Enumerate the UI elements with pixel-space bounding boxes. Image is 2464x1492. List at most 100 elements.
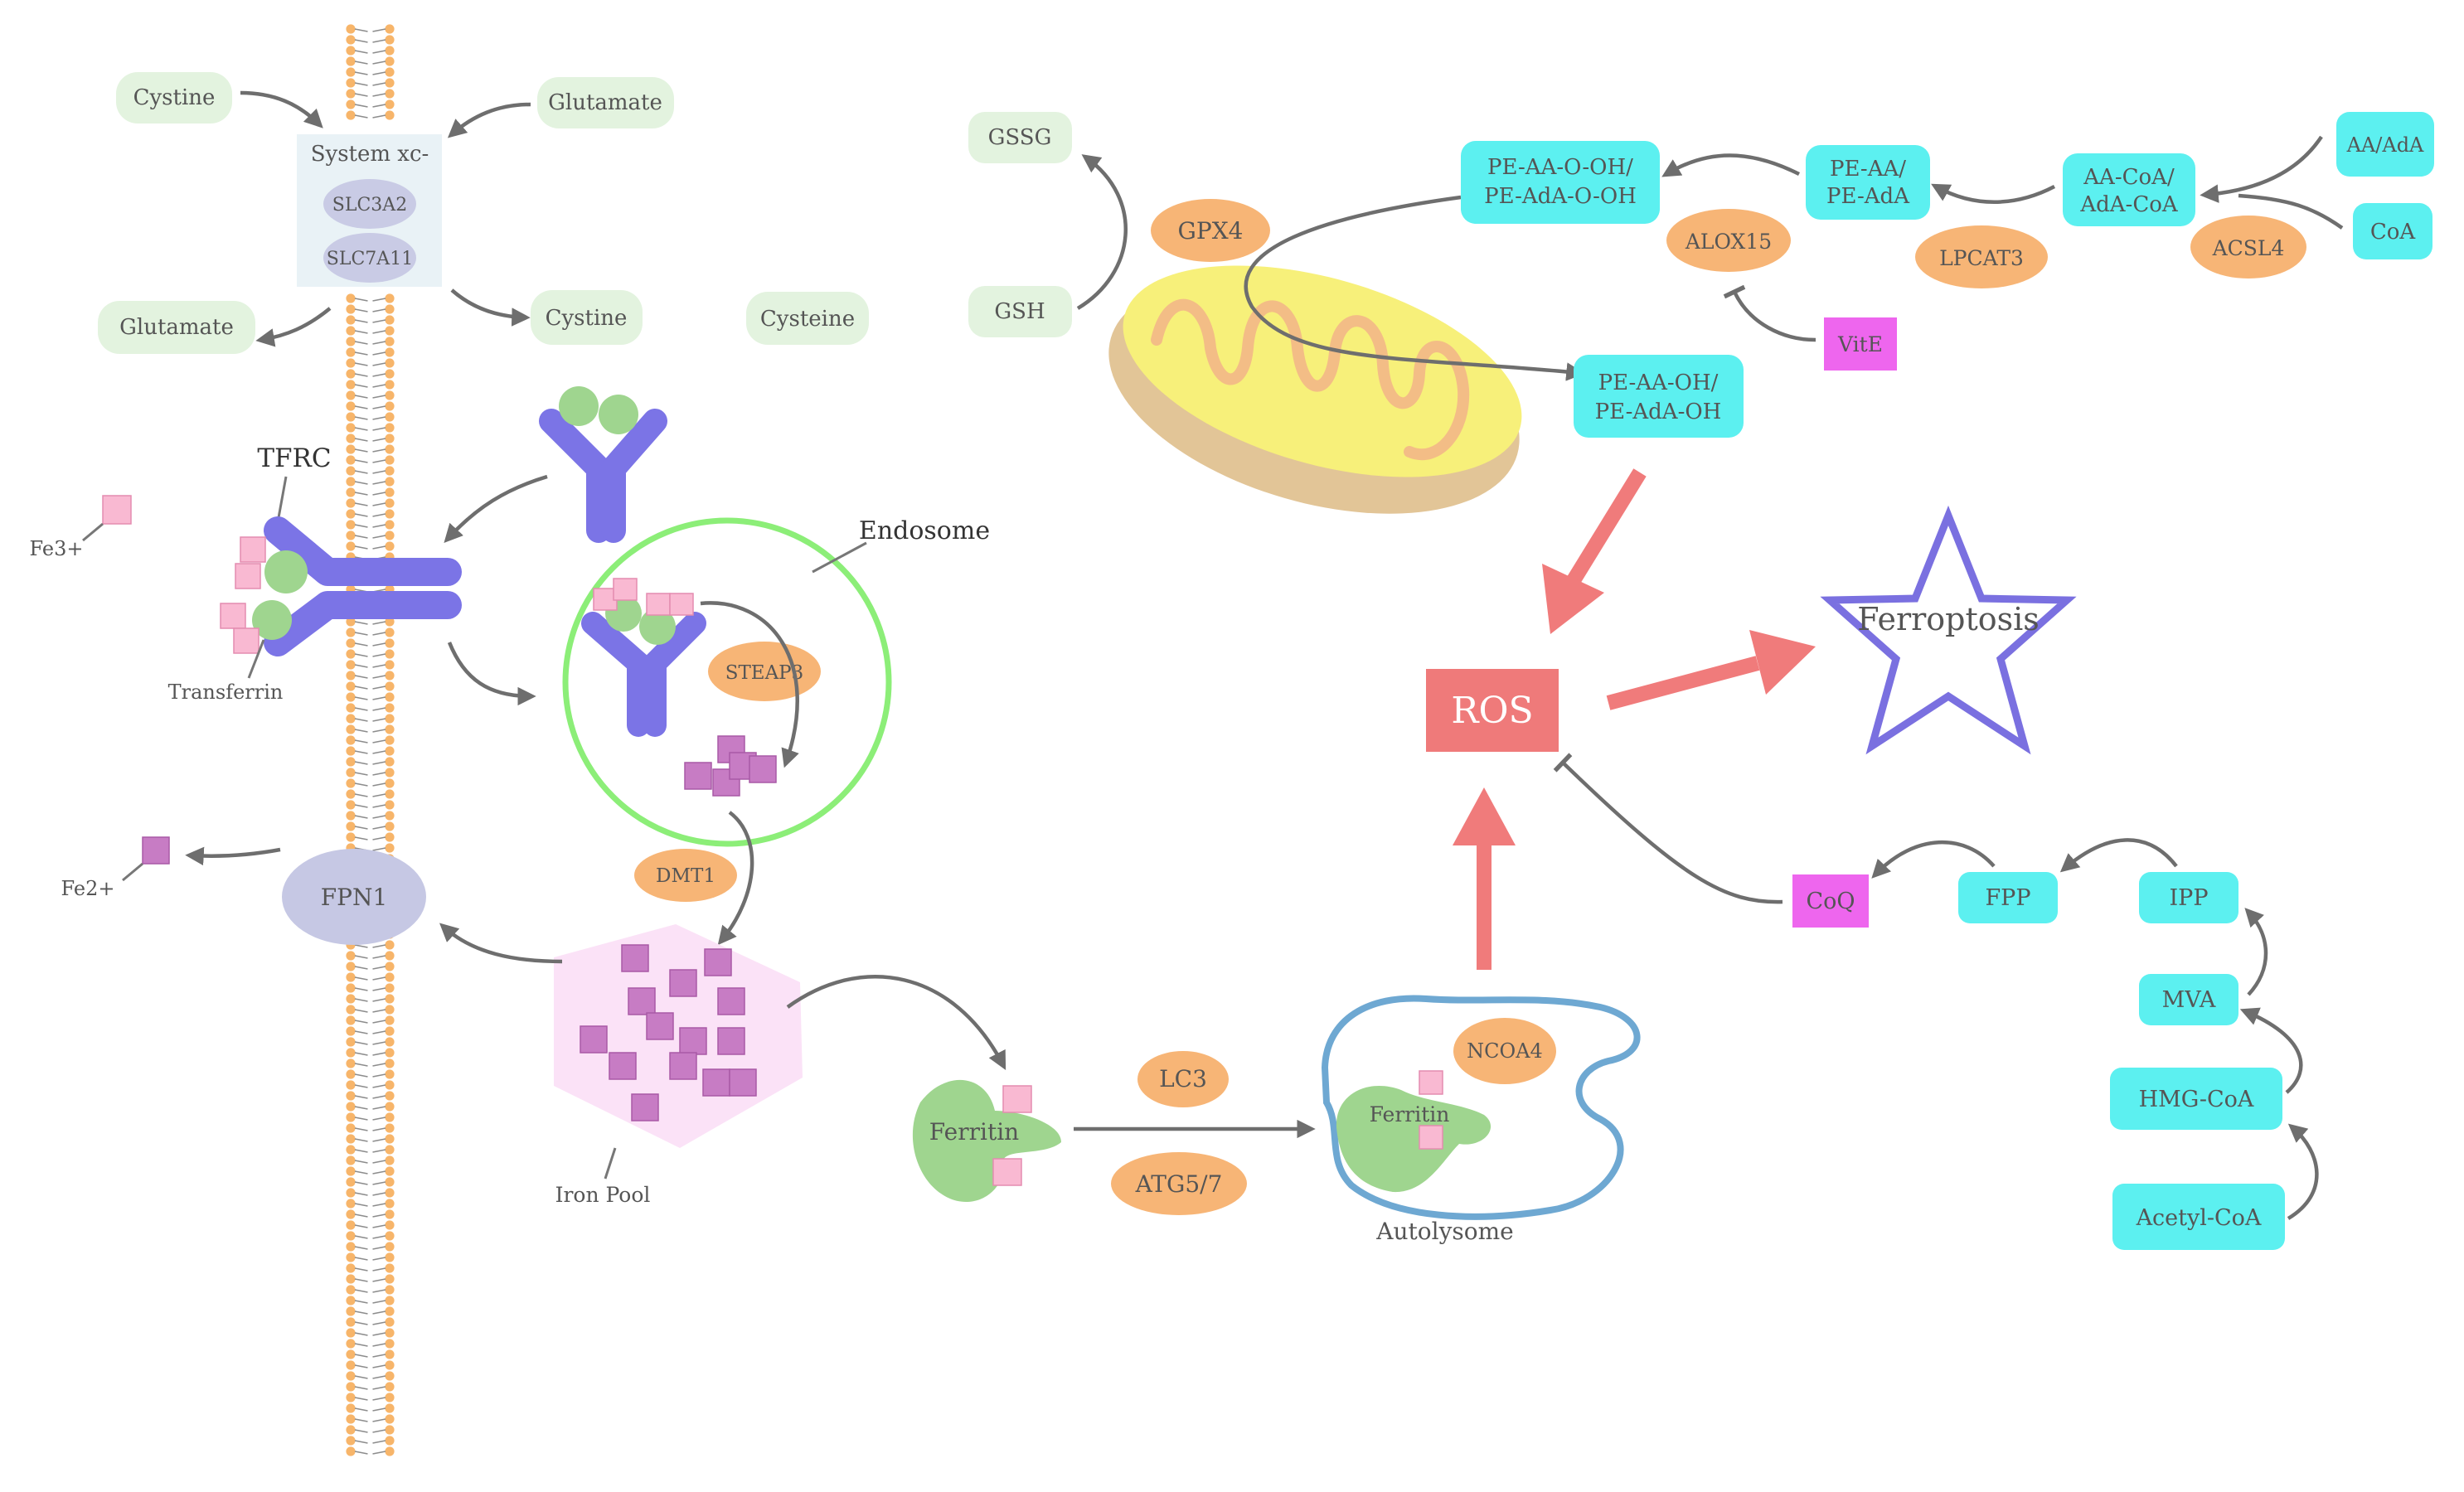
lipid-tail (354, 1149, 386, 1153)
lipid-head (346, 617, 356, 627)
lipid-head (346, 509, 356, 519)
fe3-square (613, 578, 638, 601)
iron-pool-leader (604, 1147, 617, 1180)
lipid-tail (354, 524, 386, 528)
lipid-tail (354, 341, 386, 345)
ros-to-ferroptosis-arrow (1606, 630, 1816, 710)
lipid-head (346, 304, 356, 314)
lipid-tail (354, 1429, 386, 1433)
lipid-head (385, 1209, 395, 1219)
lipid-head (385, 1252, 395, 1262)
lipid-head (346, 832, 356, 842)
lipid-tail (354, 502, 386, 506)
acsl4-node: ACSL4 (2190, 216, 2306, 279)
fpn1-label: FPN1 (321, 884, 388, 911)
lipid-tail (354, 438, 386, 442)
lipid-head (346, 1209, 356, 1219)
lipid-head (346, 1102, 356, 1112)
lipid-head (385, 110, 395, 120)
lipid-head (385, 1166, 395, 1176)
lipid-tail (354, 1106, 386, 1110)
pe-oh-node: PE-AA-OH/ PE-AdA-OH (1574, 355, 1744, 438)
ferritin-label: Ferritin (929, 1118, 1019, 1146)
lipid-head (385, 347, 395, 357)
tfrc-label: TFRC (257, 443, 331, 473)
lipid-head (385, 1005, 395, 1015)
lipid-head (346, 35, 356, 45)
lipid-head (346, 337, 356, 346)
slc3a2-subunit (323, 179, 416, 229)
lipid-head (385, 412, 395, 422)
lipid-tail (354, 739, 386, 744)
lipid-head (346, 1403, 356, 1413)
lipid-head (385, 1188, 395, 1198)
lipid-head (385, 1134, 395, 1144)
steap3-label: STEAP3 (725, 662, 804, 684)
lipid-tail (354, 384, 386, 388)
transferrin-lobe (599, 395, 638, 434)
hmgcoa-to-mva-arrow (2239, 1007, 2303, 1094)
slc7a11-label: SLC7A11 (327, 249, 413, 269)
lipid-head (346, 1048, 356, 1058)
lipid-head (346, 681, 356, 691)
lipid-head (346, 1252, 356, 1262)
lipid-tail (354, 804, 386, 808)
lipid-head (385, 746, 395, 756)
lipid-head (385, 1220, 395, 1230)
lipid-head (346, 1080, 356, 1090)
lipid-tail (354, 685, 386, 690)
lipid-head (385, 1123, 395, 1133)
gsh-label: GSH (994, 299, 1045, 324)
lipid-tail (354, 1235, 386, 1239)
lipid-tail (354, 395, 386, 399)
lipid-tail (354, 1289, 386, 1293)
lipid-head (385, 1360, 395, 1370)
lipid-tail (354, 1073, 386, 1078)
lipid-head (385, 455, 395, 465)
lipid-head (385, 498, 395, 508)
gssg-node: GSSG (968, 112, 1072, 163)
lipid-head (346, 89, 356, 99)
lipid-head (385, 1026, 395, 1036)
lipid-head (346, 1263, 356, 1273)
glutamate-in-label: Glutamate (548, 90, 662, 115)
endosome-label: Endosome (859, 516, 990, 545)
autolysome-ferritin: Ferritin (1336, 1070, 1491, 1193)
cystine-import-arrow (240, 90, 323, 128)
lipid-head (385, 1285, 395, 1295)
lipid-tail (354, 93, 386, 97)
lipid-head (346, 1199, 356, 1209)
lipid-head (346, 1015, 356, 1025)
iron-pool-label: Iron Pool (555, 1183, 651, 1207)
fe3-square (235, 563, 261, 589)
lipid-head (385, 1349, 395, 1359)
lipid-tail (354, 28, 386, 32)
pe-aa-label-2: PE-AdA (1826, 184, 1910, 209)
transferrin-label: Transferrin (168, 681, 284, 704)
glutamate-export-arrow (255, 307, 332, 347)
lipid-head (385, 520, 395, 530)
lipid-tail (354, 373, 386, 377)
fe2-square (609, 1052, 637, 1080)
lipid-head (346, 951, 356, 961)
ipp-label: IPP (2170, 885, 2209, 911)
lipid-head (346, 692, 356, 702)
lipid-tail (354, 1267, 386, 1272)
coa-merge-line (2238, 193, 2344, 230)
lipid-head (346, 1242, 356, 1252)
lipid-head (385, 35, 395, 45)
lipid-tail (354, 535, 386, 539)
autolysome-to-ros-arrow (1453, 787, 1516, 970)
gsh-node: GSH (968, 286, 1072, 337)
aa-coa-label-1: AA-CoA/ (2083, 165, 2175, 190)
lipid-head (385, 24, 395, 34)
lipid-head (346, 1188, 356, 1198)
lipid-tail (354, 1300, 386, 1304)
lipid-head (346, 1123, 356, 1133)
lipid-head (346, 434, 356, 443)
lipid-tail (354, 955, 386, 959)
gpx4-label: GPX4 (1178, 217, 1244, 245)
lipid-head (346, 1349, 356, 1359)
lipid-tail (354, 298, 386, 302)
lipid-head (346, 1005, 356, 1015)
